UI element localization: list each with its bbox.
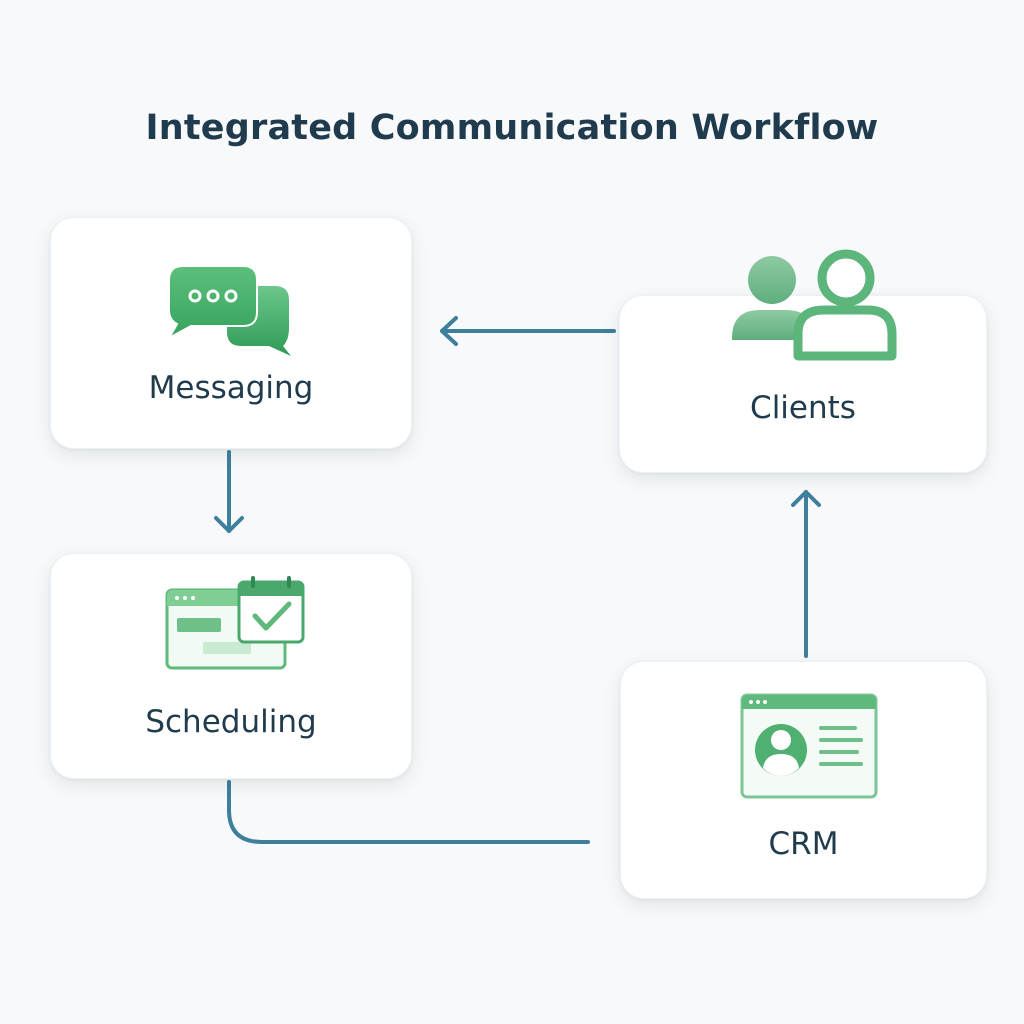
calendar-schedule-icon — [165, 576, 305, 670]
edge-scheduling-to-crm — [227, 780, 590, 844]
node-scheduling[interactable]: Scheduling — [50, 553, 412, 779]
edge-crm-to-clients — [791, 490, 821, 658]
diagram-title: Integrated Communication Workflow — [145, 108, 879, 148]
edge-clients-to-messaging-arrowhead — [440, 316, 458, 346]
node-crm[interactable]: CRM — [620, 661, 987, 899]
node-scheduling-label: Scheduling — [145, 704, 317, 740]
node-crm-label: CRM — [768, 826, 839, 862]
edge-messaging-to-scheduling — [214, 450, 244, 533]
edge-scheduling-to-crm-line — [227, 780, 590, 844]
node-messaging-label: Messaging — [148, 370, 314, 406]
contact-profile-icon — [740, 693, 878, 799]
users-icon — [732, 249, 897, 361]
edge-crm-to-clients-arrowhead — [791, 490, 821, 507]
node-clients-label: Clients — [750, 390, 856, 426]
chat-bubbles-icon — [166, 265, 291, 356]
node-messaging[interactable]: Messaging — [50, 217, 412, 449]
edge-messaging-to-scheduling-arrowhead — [214, 516, 244, 533]
edge-clients-to-messaging — [440, 316, 616, 346]
